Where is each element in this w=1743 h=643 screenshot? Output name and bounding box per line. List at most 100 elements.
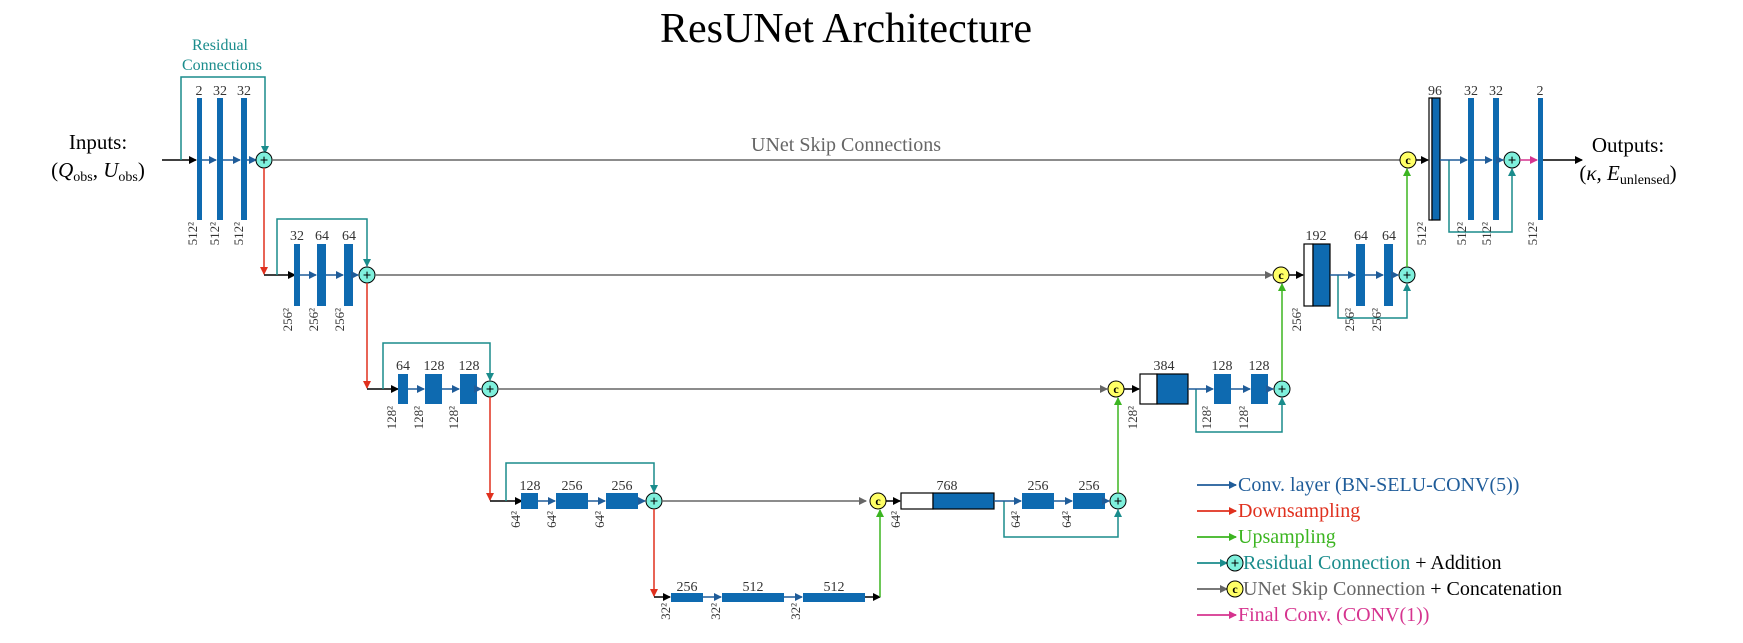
- svg-text:+: +: [650, 494, 659, 510]
- enc4-dim-2: 64²: [544, 511, 559, 528]
- enc3-dim-1: 128²: [384, 406, 399, 430]
- enc3-dim-2: 128²: [411, 406, 426, 430]
- residual-label-line2: Connections: [182, 57, 262, 74]
- dec1-block-3: [1493, 98, 1499, 220]
- residual-connection-dec2: [1337, 275, 1411, 319]
- enc1-block-3: [241, 98, 247, 220]
- enc2-ch-2: 64: [315, 229, 329, 244]
- dec2-concat-block-blue: [1312, 243, 1331, 307]
- legend-up-label: Upsampling: [1238, 526, 1336, 548]
- dec1-block-2: [1468, 98, 1474, 220]
- dec2-concat-node: c: [1272, 266, 1290, 284]
- svg-text:c: c: [1232, 582, 1238, 596]
- legend-add-icon: [1226, 554, 1244, 572]
- dec4-concat-block-blue: [932, 492, 995, 510]
- residual-connection-l3: [382, 342, 494, 389]
- svg-text:+: +: [1231, 556, 1240, 572]
- legend-up: Upsampling: [1197, 526, 1336, 548]
- bott-dim-2: 32²: [708, 603, 723, 620]
- dec3-concat-block-blue: [1156, 373, 1189, 405]
- svg-text:+: +: [1508, 153, 1517, 169]
- dec4-ch-2: 256: [1028, 479, 1049, 494]
- bott-block-3: [803, 593, 865, 602]
- enc4-add-node: +: [645, 492, 663, 510]
- bott-ch-3: 512: [824, 580, 845, 595]
- dec4-block-3: [1073, 493, 1105, 509]
- dec3-concat-block-white: [1139, 373, 1158, 405]
- enc2-dim-3: 256²: [332, 308, 347, 332]
- enc2-block-1: [294, 244, 300, 306]
- enc3-ch-1: 64: [396, 359, 410, 374]
- enc1-block-2: [217, 98, 223, 220]
- svg-text:c: c: [1405, 153, 1411, 167]
- bott-ch-2: 512: [743, 580, 764, 595]
- residual-connection-l1: [180, 76, 269, 160]
- legend-res: + Residual Connection + Addition: [1197, 552, 1502, 574]
- enc3-block-1: [398, 374, 408, 404]
- bott-block-1: [671, 593, 703, 602]
- enc4-ch-3: 256: [612, 479, 633, 494]
- enc2-ch-1: 32: [290, 229, 304, 244]
- enc2-dim-2: 256²: [306, 308, 321, 332]
- dec4-dim-1: 64²: [888, 511, 903, 528]
- dec4-add-node: +: [1109, 492, 1127, 510]
- residual-connection-dec1: [1448, 160, 1516, 233]
- enc1-dim-1: 512²: [185, 222, 200, 246]
- legend-down-label: Downsampling: [1238, 500, 1360, 522]
- inputs-label: Inputs:: [69, 130, 127, 154]
- dec3-dim-1: 128²: [1125, 406, 1140, 430]
- svg-text:c: c: [1278, 268, 1284, 282]
- enc1-dim-2: 512²: [207, 222, 222, 246]
- bott-dim-1: 32²: [658, 603, 673, 620]
- enc3-ch-3: 128: [459, 359, 480, 374]
- dec1-dim-3: 512²: [1479, 222, 1494, 246]
- enc4-dim-3: 64²: [592, 511, 607, 528]
- bott-ch-1: 256: [677, 580, 698, 595]
- enc2-add-node: +: [358, 266, 376, 284]
- enc3-add-node: +: [481, 380, 499, 398]
- enc1-dim-3: 512²: [231, 222, 246, 246]
- residual-connection-dec3: [1195, 389, 1286, 433]
- dec3-concat-node: c: [1107, 380, 1125, 398]
- dec2-block-2: [1356, 244, 1365, 306]
- svg-text:c: c: [875, 494, 881, 508]
- enc1-ch-2: 32: [213, 84, 227, 99]
- svg-text:+: +: [1403, 268, 1412, 284]
- dec1-ch-1: 96: [1428, 84, 1442, 99]
- dec1-output-block: [1538, 98, 1543, 220]
- enc2-block-2: [317, 244, 326, 306]
- enc1-ch-1: 2: [196, 84, 203, 99]
- dec4-dim-2: 64²: [1008, 511, 1023, 528]
- dec3-dim-3: 128²: [1236, 406, 1251, 430]
- dec4-block-2: [1022, 493, 1054, 509]
- residual-connection-l4: [505, 462, 658, 501]
- enc4-block-2: [556, 493, 588, 509]
- dec2-ch-3: 64: [1382, 229, 1396, 244]
- dec3-ch-3: 128: [1249, 359, 1270, 374]
- enc3-dim-3: 128²: [446, 406, 461, 430]
- legend-skip: c UNet Skip Connection + Concatenation: [1197, 578, 1562, 600]
- enc2-block-3: [344, 244, 353, 306]
- dec2-dim-1: 256²: [1289, 308, 1304, 332]
- unet-skip-label: UNet Skip Connections: [751, 134, 941, 156]
- legend-res-label: Residual Connection + Addition: [1243, 552, 1502, 574]
- enc4-ch-1: 128: [520, 479, 541, 494]
- enc4-dim-1: 64²: [508, 511, 523, 528]
- svg-text:+: +: [1278, 382, 1287, 398]
- svg-text:+: +: [1114, 494, 1123, 510]
- legend-conv: Conv. layer (BN-SELU-CONV(5)): [1197, 474, 1519, 496]
- legend-final: Final Conv. (CONV(1)): [1197, 604, 1429, 626]
- dec4-dim-3: 64²: [1059, 511, 1074, 528]
- dec1-concat-block-blue: [1431, 97, 1441, 221]
- svg-text:+: +: [363, 268, 372, 284]
- dec2-block-3: [1384, 244, 1393, 306]
- dec1-dim-4: 512²: [1525, 222, 1540, 246]
- legend-final-label: Final Conv. (CONV(1)): [1238, 604, 1429, 626]
- legend-down: Downsampling: [1197, 500, 1360, 522]
- dec2-dim-2: 256²: [1342, 308, 1357, 332]
- dec3-ch-1: 384: [1154, 359, 1175, 374]
- svg-text:+: +: [486, 382, 495, 398]
- residual-connections-label: Residual Connections: [182, 37, 262, 74]
- legend-skip-label: UNet Skip Connection + Concatenation: [1243, 578, 1562, 600]
- legend: Conv. layer (BN-SELU-CONV(5)) Downsampli…: [1197, 474, 1562, 626]
